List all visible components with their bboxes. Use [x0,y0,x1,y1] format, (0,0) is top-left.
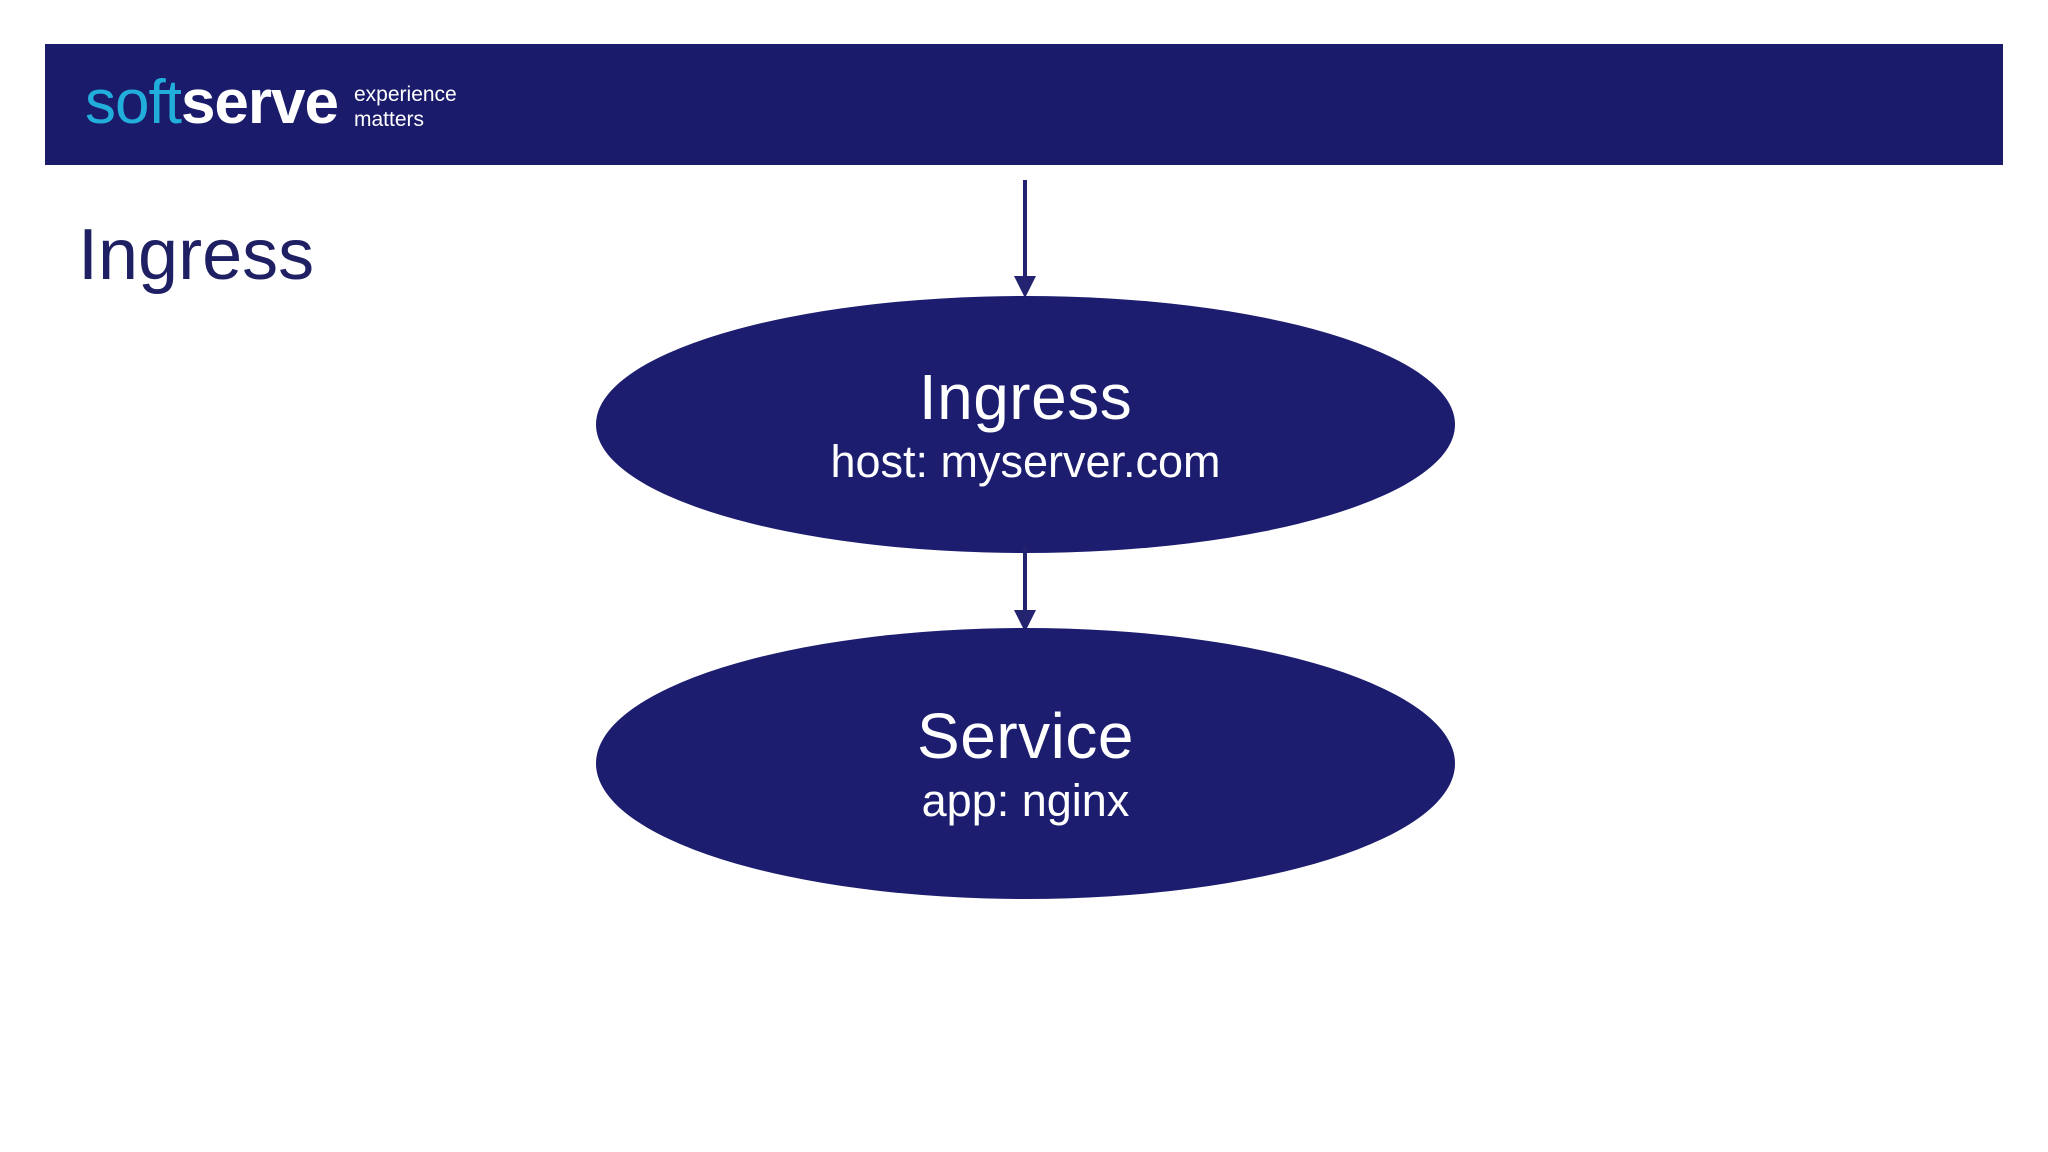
slide-title: Ingress [78,215,315,295]
logo-tagline: experience matters [354,82,457,132]
softserve-logo: soft serve experience matters [85,66,457,140]
brand-header-bar: soft serve experience matters [45,44,2003,165]
arrow-external-to-ingress-icon [1014,180,1036,298]
logo-text-soft: soft [85,68,182,137]
diagram-node-service-title: Service [917,699,1134,772]
diagram-node-ingress-subtitle: host: myserver.com [830,435,1221,487]
diagram-node-service[interactable]: Service app: nginx [596,628,1455,899]
logo-text-serve: serve [180,68,339,137]
diagram-node-service-subtitle: app: nginx [921,774,1130,826]
diagram-node-ingress[interactable]: Ingress host: myserver.com [596,296,1455,553]
logo-tagline-line-2: matters [354,108,425,131]
logo-tagline-line-1: experience [354,83,457,106]
diagram-node-ingress-title: Ingress [918,360,1133,433]
arrow-ingress-to-service-icon [1014,548,1036,632]
